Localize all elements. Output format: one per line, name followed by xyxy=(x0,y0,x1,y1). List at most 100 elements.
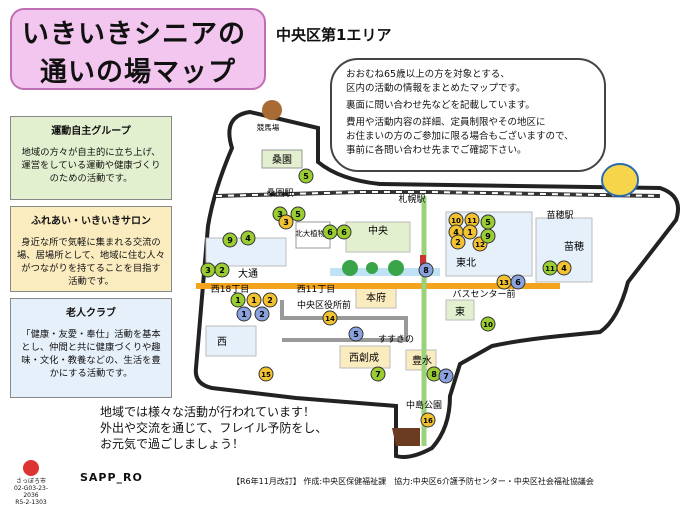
marker-number: 10 xyxy=(451,217,461,225)
marker-dot xyxy=(348,326,364,342)
marker-number: 14 xyxy=(325,315,335,323)
marker-number: 5 xyxy=(485,218,491,227)
activity-marker[interactable]: 2 xyxy=(450,234,466,250)
marker-dot xyxy=(258,366,274,382)
marker-number: 4 xyxy=(245,234,251,243)
place-label: すすきの xyxy=(378,334,414,345)
marker-number: 9 xyxy=(485,232,491,241)
legend-heading: ふれあい・いきいきサロン xyxy=(31,216,151,227)
district-label: 本府 xyxy=(366,291,386,304)
activity-marker[interactable]: 10 xyxy=(480,316,496,332)
marker-number: 16 xyxy=(423,417,433,425)
activity-marker[interactable]: 5 xyxy=(290,206,306,222)
marker-number: 12 xyxy=(475,241,485,249)
place-label: 北大植物園 xyxy=(295,228,333,238)
activity-marker[interactable]: 2 xyxy=(254,306,270,322)
marker-dot xyxy=(230,292,246,308)
activity-marker[interactable]: 5 xyxy=(480,214,496,230)
marker-dot xyxy=(438,368,454,384)
activity-marker[interactable]: 6 xyxy=(510,274,526,290)
tree-icon xyxy=(342,260,358,276)
activity-marker[interactable]: 15 xyxy=(258,366,274,382)
marker-number: 7 xyxy=(375,370,381,379)
activity-marker[interactable]: 4 xyxy=(556,260,572,276)
marker-number: 3 xyxy=(205,266,211,275)
marker-number: 1 xyxy=(251,296,257,305)
notice-line: おおむね65歳以上の方を対象とする、 xyxy=(346,69,510,80)
activity-marker[interactable]: 13 xyxy=(496,274,512,290)
marker-number: 7 xyxy=(443,372,449,381)
bee-mascot-icon xyxy=(601,163,639,197)
station-label: 苗穂駅 xyxy=(546,209,573,221)
marker-number: 11 xyxy=(467,217,477,225)
activity-marker[interactable]: 3 xyxy=(200,262,216,278)
district-label: 西創成 xyxy=(349,352,379,364)
marker-number: 6 xyxy=(515,278,521,287)
marker-number: 8 xyxy=(431,370,437,379)
activity-marker[interactable]: 7 xyxy=(370,366,386,382)
marker-number: 3 xyxy=(283,218,289,227)
district-label: 苗穂 xyxy=(564,240,584,253)
activity-marker[interactable]: 16 xyxy=(420,412,436,428)
legend-description: 身近な所で気軽に集まれる交流の場、居場所として、地域に住む人々がつながりを持てる… xyxy=(17,237,166,287)
notice-line: 裏面に問い合わせ先などを記載しています。 xyxy=(346,100,535,111)
marker-dot xyxy=(322,310,338,326)
activity-marker[interactable]: 4 xyxy=(240,230,256,246)
marker-dot xyxy=(510,274,526,290)
marker-number: 4 xyxy=(561,264,567,273)
marker-dot xyxy=(370,366,386,382)
legend-panel-salon: ふれあい・いきいきサロン 身近な所で気軽に集まれる交流の場、居場所として、地域に… xyxy=(10,206,172,292)
activity-marker[interactable]: 7 xyxy=(438,368,454,384)
tram-line xyxy=(280,300,408,342)
activity-marker[interactable]: 3 xyxy=(278,214,294,230)
district-label: 豊水 xyxy=(412,354,432,367)
marker-dot xyxy=(262,292,278,308)
place-label: 中央区役所前 xyxy=(297,299,351,311)
activity-marker[interactable]: 1 xyxy=(246,292,262,308)
district-label: 東 xyxy=(455,305,465,318)
activity-marker[interactable]: 1 xyxy=(236,306,252,322)
district-label: 大通 xyxy=(238,267,258,280)
activity-marker[interactable]: 11 xyxy=(542,260,558,276)
marker-number: 2 xyxy=(455,238,461,247)
sapporo-logo: SAPP_RO xyxy=(80,471,143,484)
railway-line-dash xyxy=(215,191,661,197)
marker-dot xyxy=(246,292,262,308)
activity-marker[interactable]: 1 xyxy=(462,224,478,240)
district-block xyxy=(205,325,257,357)
map-title-line1: いきいきシニアの xyxy=(22,19,246,50)
station-label: バスセンター前 xyxy=(452,288,515,300)
marker-dot xyxy=(336,224,352,240)
racehorse-icon xyxy=(262,100,282,120)
marker-number: 5 xyxy=(295,210,301,219)
activity-marker[interactable]: 6 xyxy=(322,224,338,240)
activity-marker[interactable]: 14 xyxy=(322,310,338,326)
activity-marker[interactable]: 5 xyxy=(298,168,314,184)
city-logo-caption: さっぽろ市 02-G03-23-2036 R5-2-1303 xyxy=(8,460,54,506)
station-label: 西18丁目 xyxy=(211,284,249,295)
activity-marker[interactable]: 2 xyxy=(214,262,230,278)
activity-marker[interactable]: 2 xyxy=(262,292,278,308)
footer-credit: 【R6年11月改訂】 作成:中央区保健福祉課 協力:中央区6介護予防センター・中… xyxy=(232,477,594,486)
legend-panel-exercise: 運動自主グループ 地域の方々が自主的に立ち上げ、運営をしている運動や健康づくりの… xyxy=(10,116,172,200)
station-label: 札幌駅 xyxy=(398,193,425,205)
activity-marker[interactable]: 9 xyxy=(222,232,238,248)
notice-line: 事前に各問い合わせ先までご確認下さい。 xyxy=(346,145,527,156)
marker-dot xyxy=(278,214,294,230)
marker-dot xyxy=(462,224,478,240)
district-block xyxy=(445,299,475,321)
marker-dot xyxy=(254,306,270,322)
district-block xyxy=(405,349,437,371)
activity-marker[interactable]: 1 xyxy=(230,292,246,308)
station-label: 桑園駅 xyxy=(266,188,293,199)
flower-logo-icon xyxy=(23,460,39,476)
activity-marker[interactable]: 6 xyxy=(336,224,352,240)
activity-marker[interactable]: 9 xyxy=(480,228,496,244)
marker-dot xyxy=(420,412,436,428)
legend-heading: 運動自主グループ xyxy=(51,126,131,137)
activity-marker[interactable]: 5 xyxy=(348,326,364,342)
legend-description: 「健康・友愛・奉仕」活動を基本とし、仲間と共に健康づくりや趣味・文化・教養などの… xyxy=(21,329,161,379)
marker-number: 2 xyxy=(219,266,225,275)
activity-marker[interactable]: 8 xyxy=(418,262,434,278)
